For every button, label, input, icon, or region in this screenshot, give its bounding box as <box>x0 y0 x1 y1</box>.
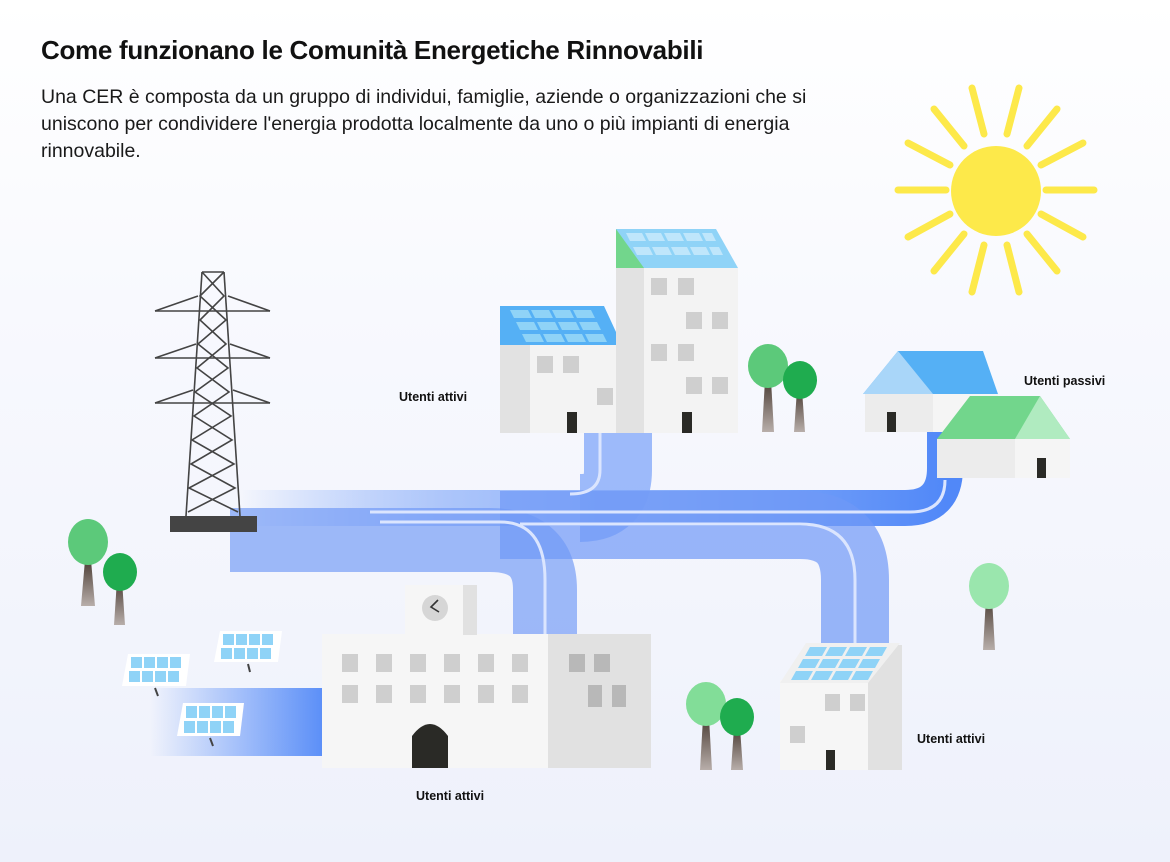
label-active-users-school: Utenti attivi <box>416 789 485 803</box>
tree-icon <box>720 698 754 770</box>
solar-panel-icon <box>122 654 190 697</box>
sun-icon <box>894 84 1098 296</box>
school-building <box>322 585 651 768</box>
tree-icon <box>68 519 108 606</box>
solar-panel-icon <box>626 233 723 255</box>
label-passive-users-houses: Utenti passivi <box>1024 374 1106 388</box>
solar-panel-icon <box>214 631 282 673</box>
energy-flow-band-lower <box>230 508 577 640</box>
tree-icon <box>103 553 137 625</box>
small-building <box>780 643 902 770</box>
tree-icon <box>783 361 817 432</box>
energy-flows <box>150 432 963 756</box>
houses <box>863 351 1070 478</box>
label-active-users-small-building: Utenti attivi <box>917 732 986 746</box>
label-active-users-apartments: Utenti attivi <box>399 390 468 404</box>
apartment-buildings <box>500 229 738 433</box>
solar-panel-icon <box>791 647 887 680</box>
tree-icon <box>686 682 726 770</box>
tree-icon <box>969 563 1009 650</box>
tree-icon <box>748 344 788 432</box>
page-description: Una CER è composta da un gruppo di indiv… <box>41 86 807 162</box>
solar-panel-icon <box>177 703 244 747</box>
solar-panel-icon <box>510 310 607 342</box>
clock-icon <box>422 595 448 621</box>
ground-solar-panels <box>122 631 282 747</box>
electricity-pylon-icon <box>154 271 271 532</box>
trees <box>68 344 1009 770</box>
page-title: Come funzionano le Comunità Energetiche … <box>41 35 704 65</box>
